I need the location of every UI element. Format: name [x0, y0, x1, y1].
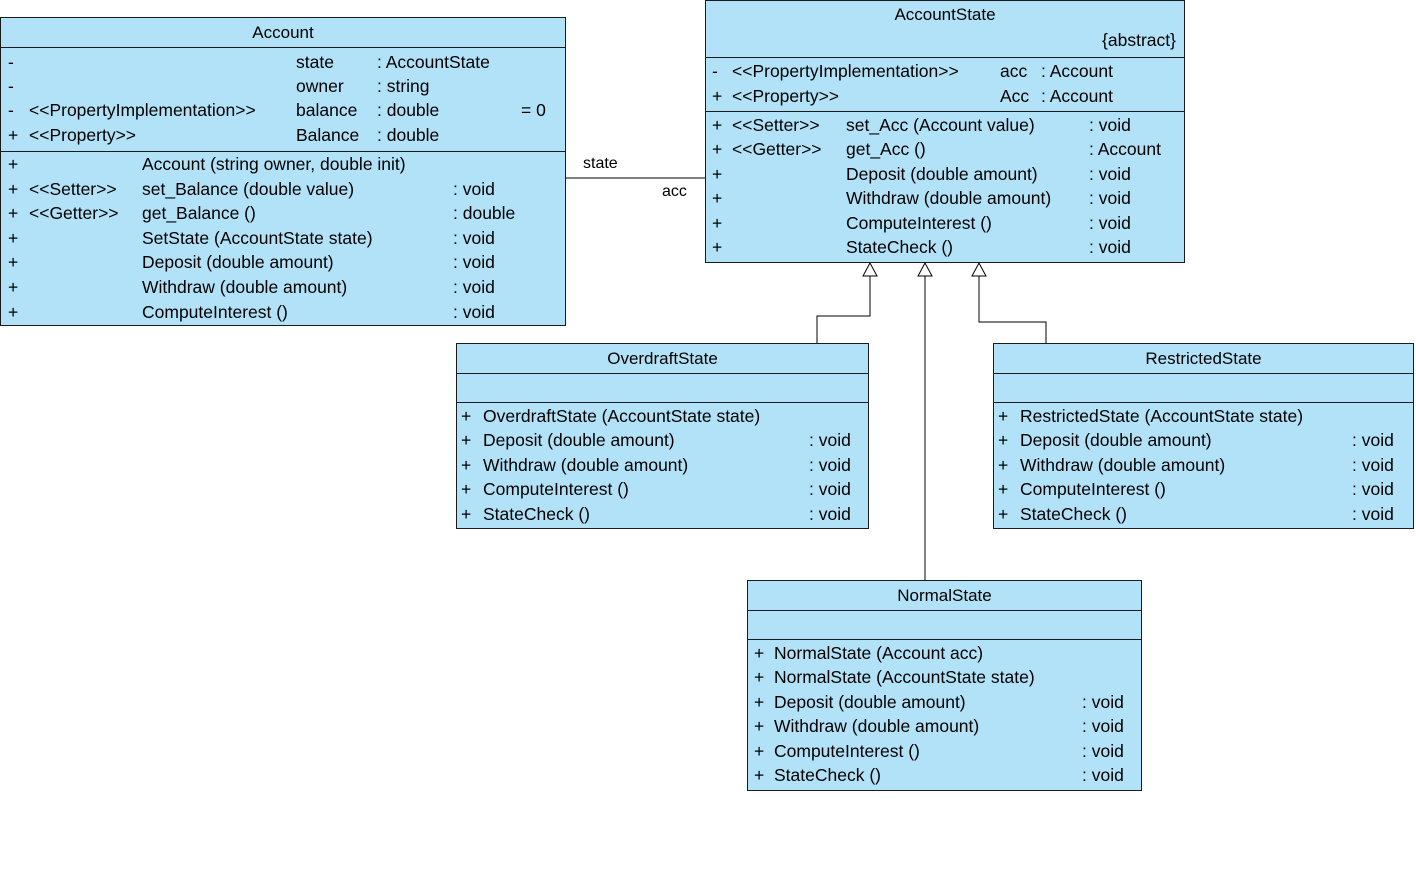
operation-row: + ComputeInterest () : void	[754, 741, 1124, 761]
class-account-state[interactable]: AccountState {abstract} - <<PropertyImpl…	[705, 0, 1185, 263]
attribute-row: + <<Property>> Balance : double	[8, 125, 440, 145]
operation-row: + StateCheck () : void	[712, 237, 1131, 257]
operation-row: + ComputeInterest () : void	[8, 302, 495, 322]
class-account[interactable]: Account - state : AccountState - owner :…	[0, 17, 566, 326]
operation-row: + NormalState (Account acc)	[754, 643, 984, 663]
operations-compartment: + NormalState (Account acc) + NormalStat…	[748, 639, 1141, 791]
operation-row: + <<Getter>> get_Acc () : Account	[712, 139, 1161, 159]
operations-compartment: + <<Setter>> set_Acc (Account value) : v…	[706, 111, 1184, 264]
operation-row: + Deposit (double amount) : void	[712, 164, 1131, 184]
operation-row: + Deposit (double amount) : void	[754, 692, 1124, 712]
generalization-normal-arrowhead	[917, 261, 933, 277]
operation-row: + <<Setter>> set_Acc (Account value) : v…	[712, 115, 1131, 135]
operation-row: + Deposit (double amount) : void	[8, 252, 495, 272]
attribute-row: - <<PropertyImplementation>> balance : d…	[8, 100, 546, 120]
class-header: AccountState {abstract}	[706, 1, 1184, 57]
association-end-label-state: state	[583, 155, 618, 172]
operation-row: + Deposit (double amount) : void	[998, 430, 1394, 450]
generalization-restricted-arrowhead	[971, 261, 987, 277]
attributes-compartment	[748, 610, 1141, 639]
operation-row: + StateCheck () : void	[754, 765, 1124, 785]
operation-row: + Withdraw (double amount) : void	[461, 455, 851, 475]
operation-row: + <<Setter>> set_Balance (double value) …	[8, 179, 495, 199]
operation-row: + ComputeInterest () : void	[998, 479, 1394, 499]
attribute-row: - owner : string	[8, 76, 430, 96]
class-name: RestrictedState	[1145, 349, 1262, 368]
class-overdraft-state[interactable]: OverdraftState + OverdraftState (Account…	[456, 343, 869, 529]
operations-compartment: + Account (string owner, double init) + …	[1, 151, 565, 327]
operation-row: + SetState (AccountState state) : void	[8, 228, 495, 248]
connector-layer	[566, 177, 1047, 580]
generalization-overdraft-line	[816, 276, 871, 343]
attributes-compartment: - <<PropertyImplementation>> acc : Accou…	[706, 57, 1184, 111]
operation-row: + RestrictedState (AccountState state)	[998, 406, 1304, 426]
operations-compartment: + OverdraftState (AccountState state) + …	[457, 402, 868, 529]
attributes-compartment	[457, 373, 868, 402]
attributes-compartment	[994, 373, 1413, 402]
operation-row: + StateCheck () : void	[461, 504, 851, 524]
operation-row: + Deposit (double amount) : void	[461, 430, 851, 450]
attribute-row: - state : AccountState	[8, 52, 490, 72]
abstract-modifier: {abstract}	[1102, 30, 1176, 50]
operation-row: + ComputeInterest () : void	[461, 479, 851, 499]
class-name: NormalState	[897, 586, 992, 605]
operation-row: + OverdraftState (AccountState state)	[461, 406, 761, 426]
class-name: Account	[252, 23, 314, 42]
operation-row: + ComputeInterest () : void	[712, 213, 1131, 233]
operation-row: + Withdraw (double amount) : void	[8, 277, 495, 297]
class-name: AccountState	[894, 5, 996, 24]
attribute-row: + <<Property>> Acc : Account	[712, 86, 1113, 106]
operation-row: + Withdraw (double amount) : void	[998, 455, 1394, 475]
operation-row: + Withdraw (double amount) : void	[754, 716, 1124, 736]
generalization-overdraft-arrowhead	[862, 261, 878, 277]
operations-compartment: + RestrictedState (AccountState state) +…	[994, 402, 1413, 529]
attributes-compartment: - state : AccountState - owner : string …	[1, 47, 565, 151]
operation-row: + StateCheck () : void	[998, 504, 1394, 524]
association-end-label-acc: acc	[662, 183, 687, 200]
class-normal-state[interactable]: NormalState + NormalState (Account acc) …	[747, 580, 1142, 791]
operation-row: + <<Getter>> get_Balance () : double	[8, 203, 516, 223]
class-restricted-state[interactable]: RestrictedState + RestrictedState (Accou…	[993, 343, 1414, 529]
operation-row: + NormalState (AccountState state)	[754, 667, 1035, 687]
generalization-restricted-line	[978, 276, 1047, 343]
operation-row: + Withdraw (double amount) : void	[712, 188, 1131, 208]
class-name: OverdraftState	[607, 349, 718, 368]
operation-row: + Account (string owner, double init)	[8, 154, 406, 174]
attribute-row: - <<PropertyImplementation>> acc : Accou…	[712, 61, 1113, 81]
